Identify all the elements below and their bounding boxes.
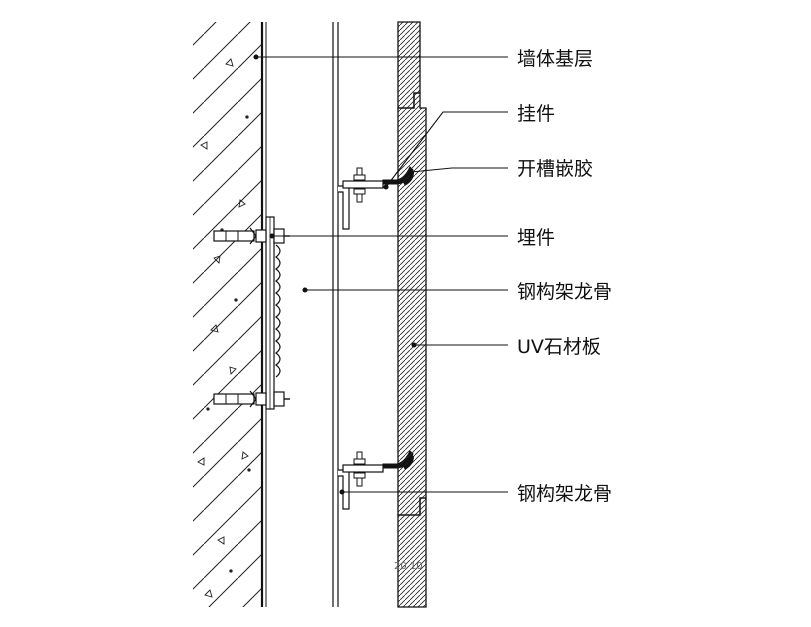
dimension-text: 20 10: [394, 561, 423, 572]
uv-stone-panel: [397, 21, 427, 608]
wall-base-section: [193, 22, 267, 607]
label-steel-keel-upper: 钢构架龙骨: [517, 281, 612, 303]
angle-clip-lower: [338, 451, 384, 510]
label-wall-base: 墙体基层: [517, 48, 593, 70]
steel-keel: [332, 22, 339, 607]
leader-hanger: [385, 111, 508, 188]
label-hanger: 挂件: [517, 103, 555, 125]
embedded-plate: [265, 216, 275, 410]
leader-slot-glue: [410, 167, 508, 173]
leader-lines: [253, 54, 508, 495]
anchor-bolt-lower: [213, 390, 290, 408]
weld-bead: [275, 244, 281, 378]
label-embedded-part: 埋件: [517, 227, 555, 249]
label-uv-stone-panel: UV石材板: [517, 336, 601, 358]
label-steel-keel-lower: 钢构架龙骨: [517, 483, 612, 505]
angle-clip-upper: [338, 167, 384, 230]
label-slot-glue: 开槽嵌胶: [517, 158, 593, 180]
